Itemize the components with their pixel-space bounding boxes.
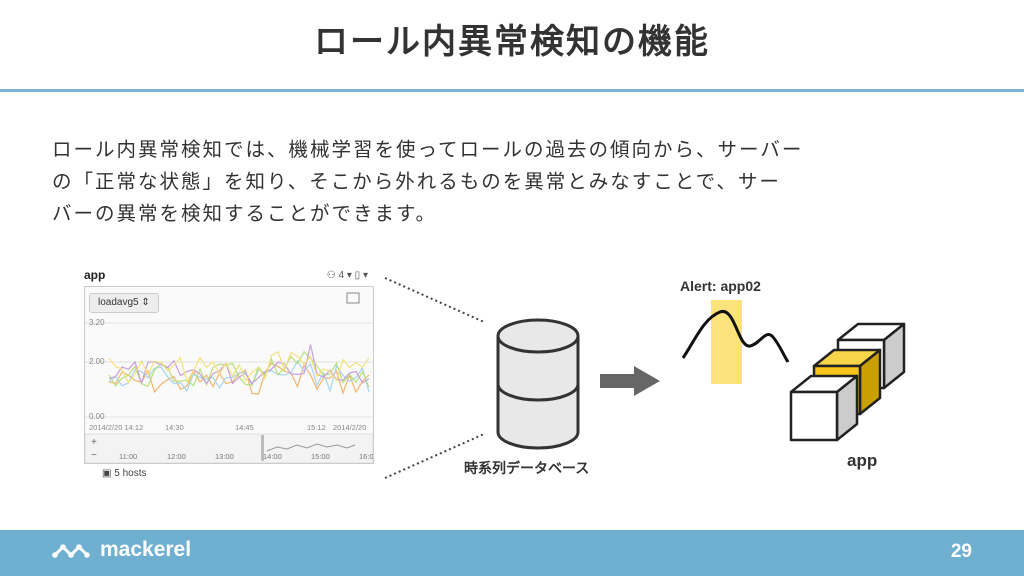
cube-anomalous [812, 348, 882, 416]
nav-tick: 12:00 [167, 452, 186, 461]
mackerel-wave-icon [52, 544, 90, 558]
series-line [108, 359, 370, 393]
slide-title: ロール内異常検知の機能 [314, 22, 710, 62]
chevron-updown-icon: ⇕ [141, 297, 150, 308]
hosts-count[interactable]: ▣ 5 hosts [102, 468, 146, 479]
graph-box: loadavg5 ⇕ 3.20 2.00 0.00 2014/2/20 14:1… [84, 286, 374, 464]
x-tick: 2014/2/20 [333, 423, 366, 432]
body-line: バーの異常を検知することができます。 [52, 202, 438, 225]
metric-select[interactable]: loadavg5 ⇕ [89, 293, 159, 313]
nav-tick: 14:00 [263, 452, 282, 461]
footer-bar: mackerel 29 [0, 530, 1024, 576]
series-line [108, 350, 370, 384]
database-icon [496, 318, 580, 450]
series-lines [108, 344, 370, 396]
hosts-label: 5 hosts [114, 468, 147, 479]
title-divider [0, 89, 1024, 92]
nav-tick: 13:00 [215, 452, 234, 461]
page-number: 29 [950, 541, 972, 562]
chevron-down-icon[interactable]: ▾ [346, 270, 352, 281]
document-icon[interactable]: ▯ [354, 270, 361, 281]
database-label: 時系列データベース [464, 461, 590, 477]
body-line: の「正常な状態」を知り、そこから外れるものを異常とみなすことで、サー [52, 170, 781, 193]
anomaly-highlight [711, 300, 742, 384]
graph-title: app [84, 268, 106, 282]
y-tick: 3.20 [89, 318, 105, 327]
x-tick: 15:12 [307, 423, 326, 432]
graph-panel: app ⚇ 4 ▾ ▯ ▾ loadavg5 ⇕ 3.20 2.00 0.00 … [84, 268, 376, 486]
y-tick: 0.00 [89, 412, 105, 421]
body-line: ロール内異常検知では、機械学習を使ってロールの過去の傾向から、サーバー [52, 138, 804, 161]
x-tick: 14:30 [165, 423, 184, 432]
cube-front [789, 374, 859, 442]
alert-label: Alert: app02 [680, 278, 761, 294]
nav-tick: 16:0 [359, 452, 373, 461]
mackerel-logo: mackerel [52, 538, 191, 562]
zoom-in-icon[interactable]: + [91, 437, 97, 448]
series-line [108, 344, 370, 385]
nav-tick: 15:00 [311, 452, 330, 461]
graph-count: 4 [338, 270, 345, 281]
y-tick: 2.00 [89, 357, 105, 366]
navigator[interactable] [85, 433, 373, 463]
app-label: app [847, 451, 878, 470]
anomaly-line [681, 310, 790, 363]
zoom-out-icon[interactable]: − [91, 450, 97, 461]
nav-tick: 11:00 [119, 452, 137, 461]
app-cubes [789, 322, 906, 442]
graph-tools[interactable]: ⚇ 4 ▾ ▯ ▾ [327, 270, 368, 281]
metric-label: loadavg5 [98, 297, 139, 308]
x-tick: 2014/2/20 14:12 [89, 423, 143, 432]
range-handle[interactable] [261, 435, 264, 461]
cube-icon: ▣ [102, 468, 112, 479]
arrow-icon [600, 366, 660, 396]
connector-top [384, 277, 485, 323]
cube-back [836, 322, 906, 390]
logo-text: mackerel [100, 538, 192, 561]
binoculars-icon[interactable]: ⚇ [326, 270, 336, 281]
x-tick: 14:45 [235, 423, 254, 432]
graph-canvas: 3.20 2.00 0.00 2014/2/20 14:12 14:30 14:… [85, 292, 373, 463]
body-text: ロール内異常検知では、機械学習を使ってロールの過去の傾向から、サーバー の「正常… [52, 134, 972, 230]
chevron-down-icon[interactable]: ▾ [362, 270, 368, 281]
expand-icon[interactable] [346, 292, 360, 304]
